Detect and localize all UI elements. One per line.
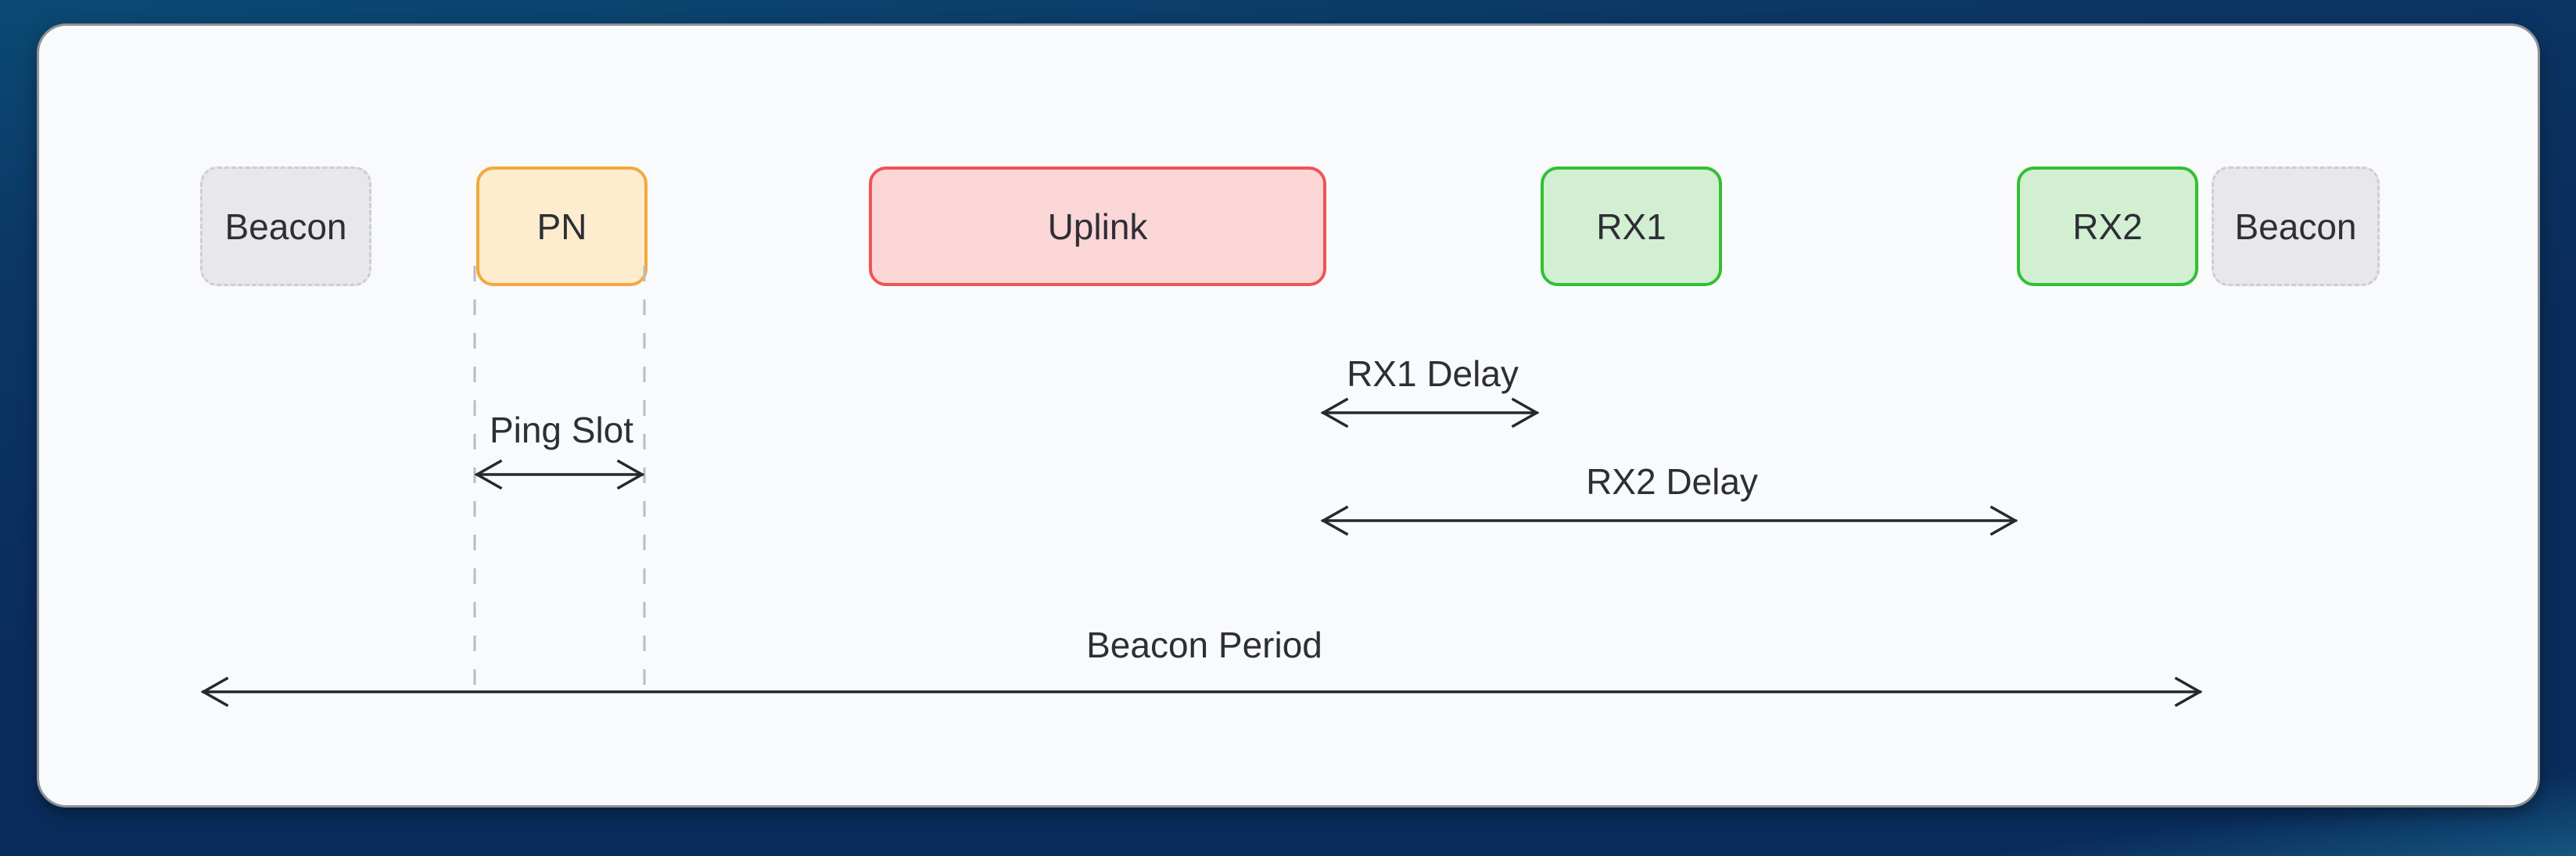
node-beacon-left-label: Beacon xyxy=(224,206,347,247)
node-rx2-label: RX2 xyxy=(2072,206,2143,247)
node-uplink: Uplink xyxy=(869,167,1326,286)
node-beacon-right: Beacon xyxy=(2212,167,2380,286)
node-pn: PN xyxy=(476,167,648,286)
node-rx2: RX2 xyxy=(2017,167,2198,286)
beacon-period-label: Beacon Period xyxy=(1086,625,1322,665)
node-rx1: RX1 xyxy=(1541,167,1722,286)
node-rx1-label: RX1 xyxy=(1596,206,1667,247)
rx1-delay-label: RX1 Delay xyxy=(1347,353,1519,394)
rx2-delay-label: RX2 Delay xyxy=(1586,461,1758,502)
node-pn-label: PN xyxy=(536,206,587,247)
diagram-card: Beacon PN Uplink RX1 RX2 Beacon Ping Slo… xyxy=(37,23,2540,808)
node-beacon-right-label: Beacon xyxy=(2234,206,2357,247)
node-uplink-label: Uplink xyxy=(1047,206,1148,247)
ping-slot-label: Ping Slot xyxy=(489,410,634,450)
node-beacon-left: Beacon xyxy=(200,167,371,286)
